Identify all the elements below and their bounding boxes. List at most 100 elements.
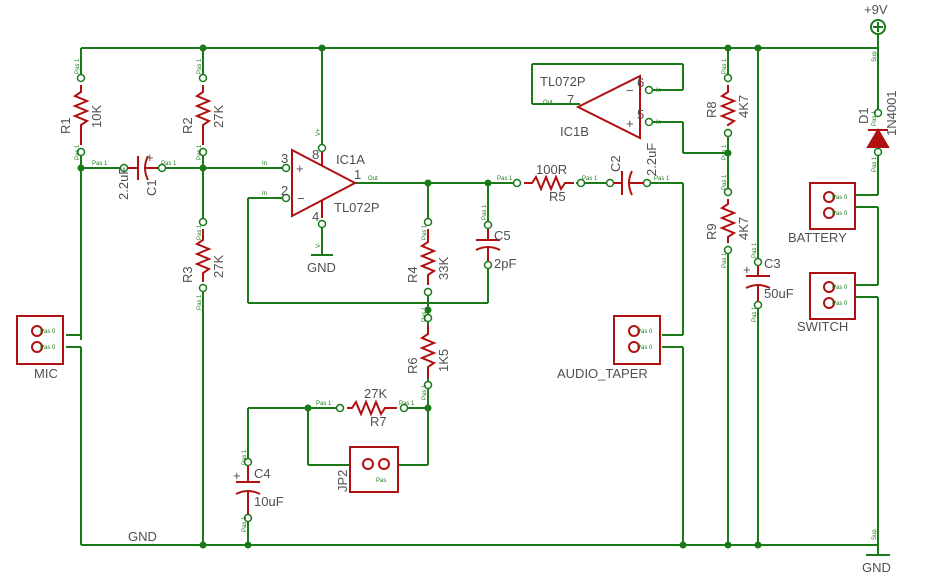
r1-name: R1 — [58, 117, 73, 134]
resistor-r9: R9 4K7 — [704, 187, 751, 255]
capacitor-c2: C2 2.2uF — [605, 143, 659, 196]
junction-dot — [424, 306, 432, 314]
battery-label: BATTERY — [788, 230, 847, 245]
pin-label: Pas 0 — [40, 329, 56, 335]
ground-label-right: GND — [862, 560, 891, 575]
pin-label: Out — [543, 100, 553, 106]
junction-dot — [724, 149, 732, 157]
junction-dot — [754, 44, 762, 52]
ic1a-name: IC1A — [336, 152, 365, 167]
pin-label: In — [656, 120, 661, 126]
junction-dot — [754, 541, 762, 549]
supply-label: +9V — [864, 2, 888, 17]
c2-value: 2.2uF — [644, 143, 659, 176]
r3-name: R3 — [180, 266, 195, 283]
c5-name: C5 — [494, 228, 511, 243]
pin-label: Pas 1 — [197, 224, 203, 240]
pin-label: In — [656, 88, 661, 94]
pin-label: Pas 1 — [482, 204, 488, 220]
resistor-r1: R1 10K — [58, 73, 104, 157]
r5-value: 100R — [536, 162, 567, 177]
capacitor-c5: C5 2pF — [475, 220, 516, 271]
junction-dot — [724, 44, 732, 52]
opamp-ic1a: + − 3 2 8 4 1 IC1A TL072P — [281, 143, 380, 229]
r2-value: 27K — [211, 105, 226, 128]
ic1a-pin2: 2 — [281, 183, 288, 198]
supply-symbol: +9V — [864, 2, 888, 35]
ic1b-minus: − — [626, 83, 634, 98]
connector-mic: MIC — [16, 315, 64, 381]
c5-value: 2pF — [494, 256, 516, 271]
capacitor-c3: + C3 50uF — [743, 256, 794, 310]
pin-label: Pas 1 — [75, 144, 81, 160]
capacitor-c4: + C4 10uF — [233, 457, 284, 523]
pin-label: Pas 0 — [637, 345, 653, 351]
ic1a-minus: − — [297, 191, 305, 206]
r1-value: 10K — [89, 105, 104, 128]
r5-name: R5 — [549, 189, 566, 204]
pin-label: Pas 0 — [637, 329, 653, 335]
c3-name: C3 — [764, 256, 781, 271]
ground-label-ic1a: GND — [307, 260, 336, 275]
pin-label: V- — [316, 242, 322, 248]
r2-name: R2 — [180, 117, 195, 134]
ic1b-name: IC1B — [560, 124, 589, 139]
pin-label: Pas 1 — [582, 176, 598, 182]
junction-dot — [199, 164, 207, 172]
pin-label: Pas 0 — [832, 211, 848, 217]
opamp-ic1b: − + 6 5 7 TL072P IC1B — [540, 74, 654, 140]
pin-label: Pas 1 — [242, 449, 248, 465]
r8-name: R8 — [704, 101, 719, 118]
r6-name: R6 — [405, 357, 420, 374]
pin-labels: Pas 1 Pas 1 Pas 1 Pas 1 Pas 1 Pas 1 Pas … — [40, 51, 878, 540]
junction-dot — [484, 179, 492, 187]
pin-label: Pas 1 — [197, 144, 203, 160]
junction-dot — [318, 44, 326, 52]
jp2-label: JP2 — [335, 470, 350, 492]
resistor-r5: 100R R5 — [512, 162, 586, 204]
pin-label: Pas 1 — [872, 156, 878, 172]
ic1a-pin4: 4 — [312, 209, 319, 224]
c2-name: C2 — [608, 155, 623, 172]
junctions — [77, 44, 762, 549]
junction-dot — [424, 404, 432, 412]
r9-value: 4K7 — [736, 217, 751, 240]
r3-value: 27K — [211, 255, 226, 278]
pin-label: Pas 1 — [197, 58, 203, 74]
pin-label: V+ — [316, 128, 322, 136]
pin-label: Pas 1 — [92, 161, 108, 167]
pin-label: Pas 1 — [161, 161, 177, 167]
audio-taper-label: AUDIO_TAPER — [557, 366, 648, 381]
wires — [66, 34, 890, 556]
connector-battery: BATTERY — [788, 182, 856, 245]
pin-label: Pas — [376, 478, 386, 484]
pin-label: Pas 1 — [872, 110, 878, 126]
pin-label: In — [262, 191, 267, 197]
pin-label: Pas 1 — [722, 174, 728, 190]
c1-value: 2.2uF — [116, 167, 131, 200]
junction-dot — [724, 541, 732, 549]
c1-name: C1 — [144, 179, 159, 196]
ic1b-pin6: 6 — [637, 75, 644, 90]
r8-value: 4K7 — [736, 95, 751, 118]
pin-label: Pas 1 — [422, 384, 428, 400]
junction-dot — [424, 179, 432, 187]
r9-name: R9 — [704, 223, 719, 240]
r7-value: 27K — [364, 386, 387, 401]
pin-label: In — [262, 161, 267, 167]
d1-value: 1N4001 — [884, 90, 899, 136]
junction-dot — [679, 541, 687, 549]
junction-dot — [304, 404, 312, 412]
pin-label: Pas 1 — [242, 516, 248, 532]
junction-dot — [77, 164, 85, 172]
pin-label: Pas 0 — [832, 195, 848, 201]
diode-d1: D1 1N4001 — [856, 90, 899, 157]
resistor-r6: R6 1K5 — [405, 313, 451, 390]
ic1a-pin1: 1 — [354, 167, 361, 182]
r4-name: R4 — [405, 266, 420, 283]
pin-label: Pas 1 — [497, 176, 513, 182]
ground-symbol-right: GND — [862, 560, 891, 575]
pin-label: Pas 1 — [654, 176, 670, 182]
ic1a-value: TL072P — [334, 200, 380, 215]
